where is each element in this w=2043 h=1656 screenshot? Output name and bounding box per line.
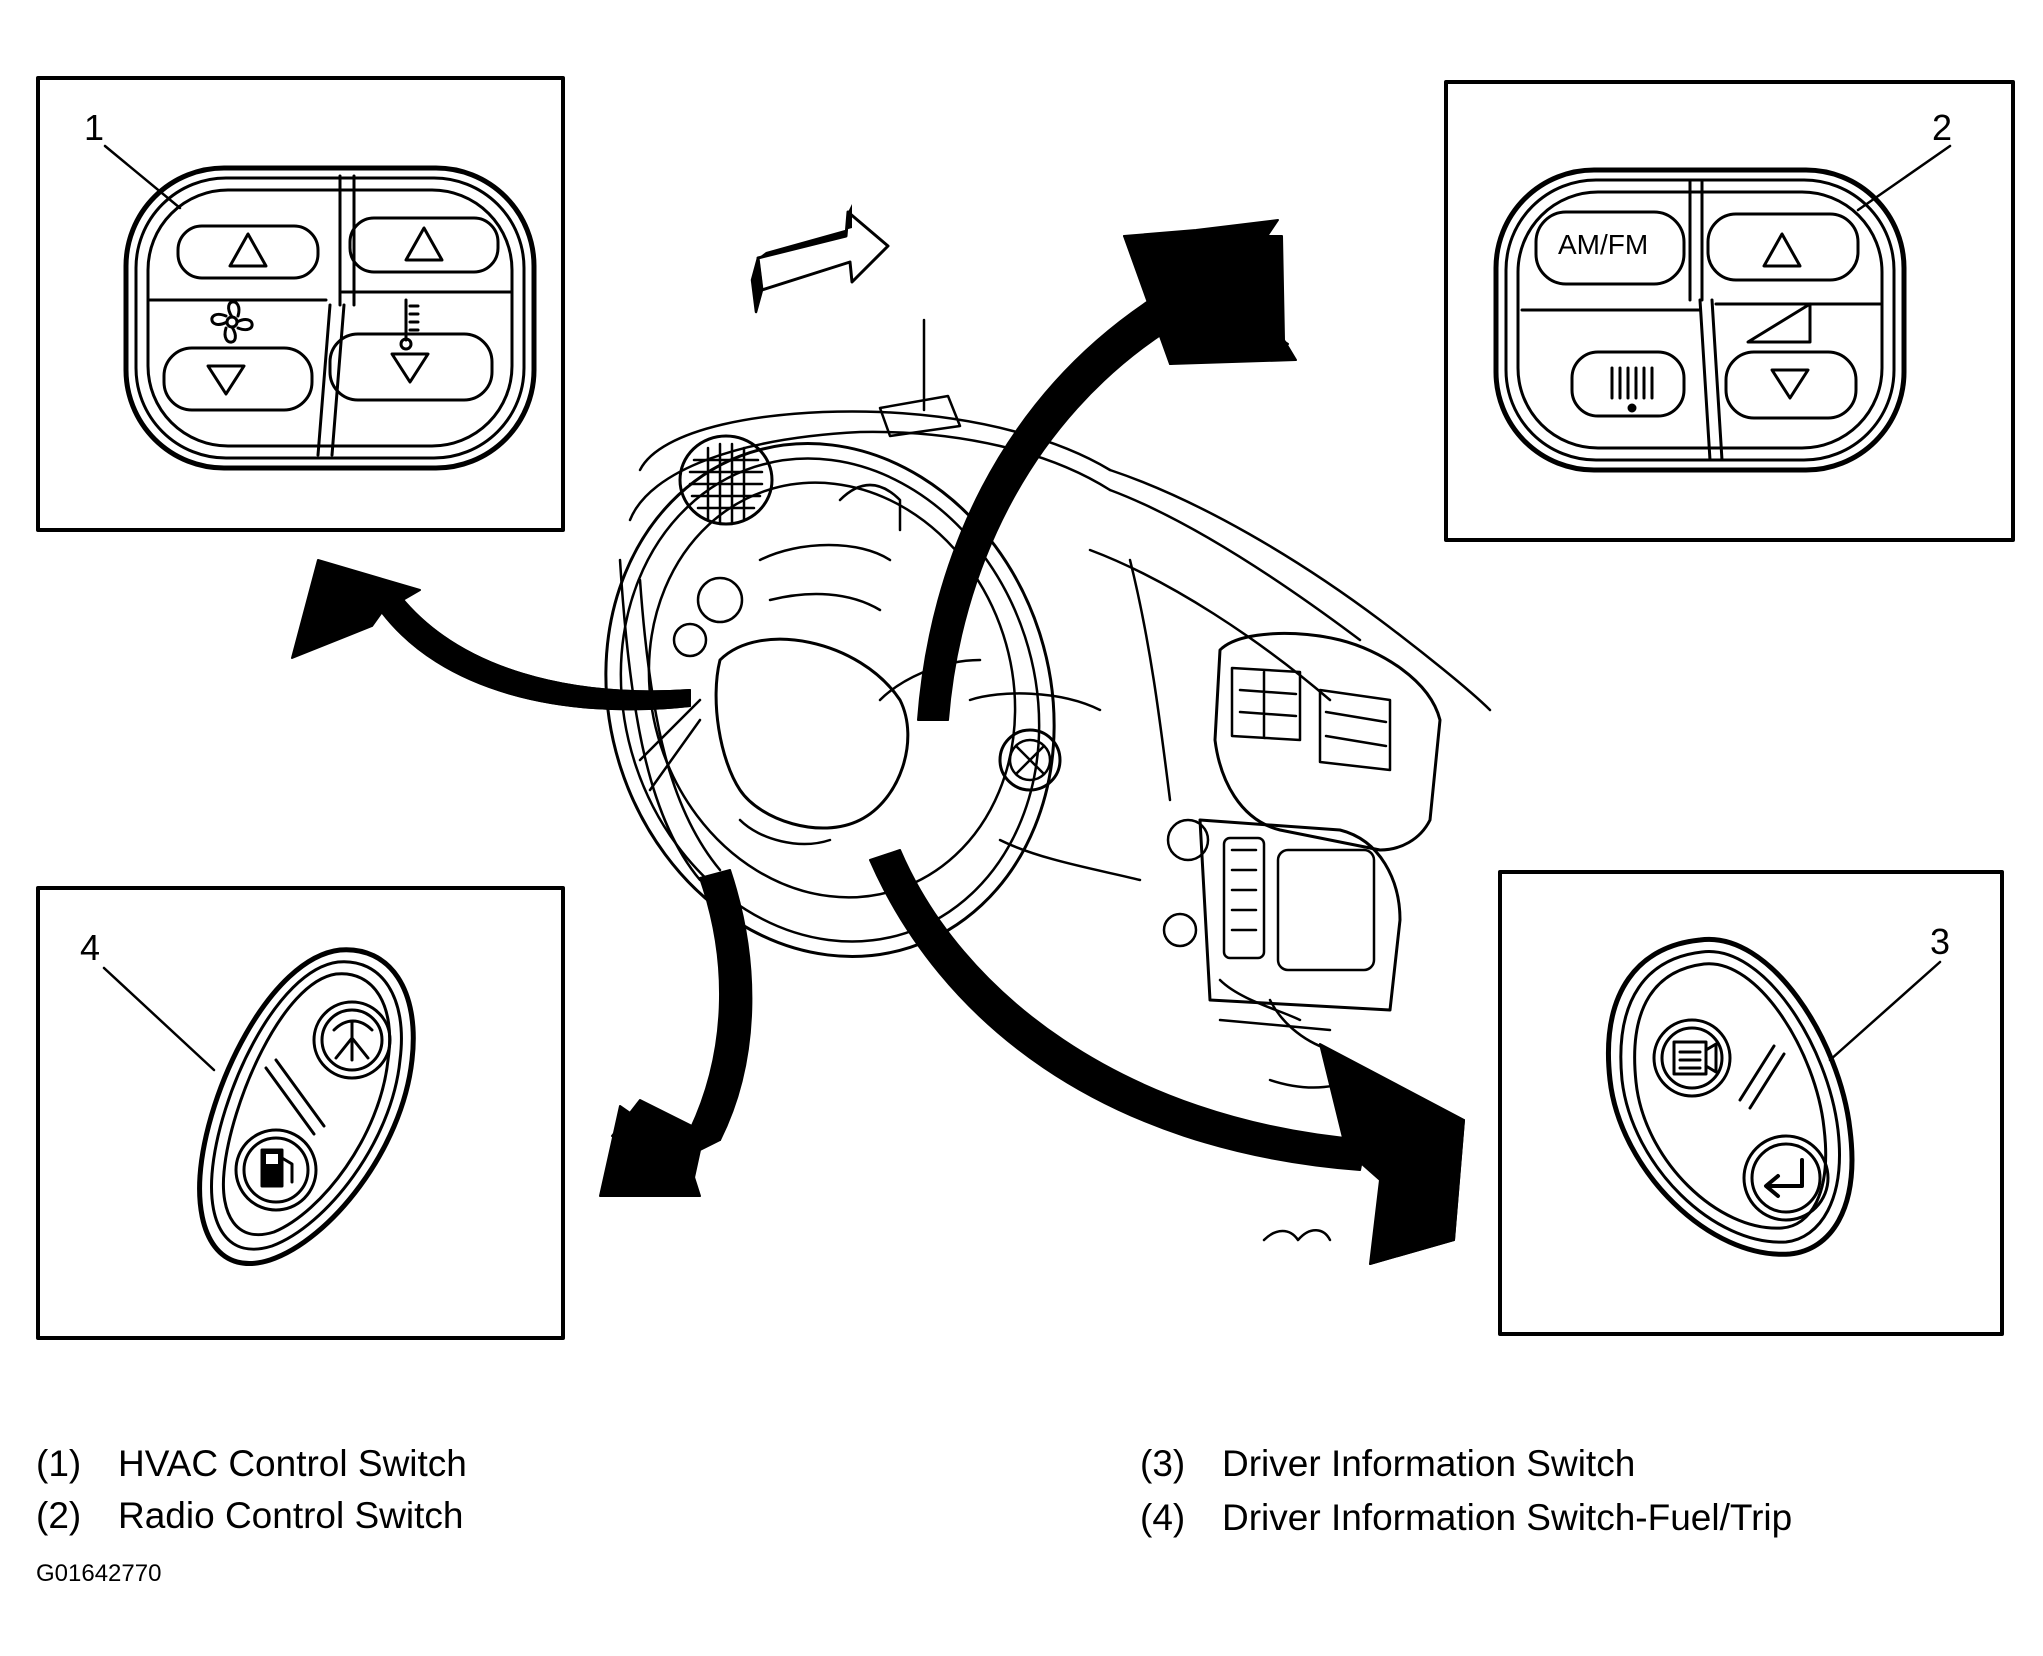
hvac-switch-panel: 1 [36,76,565,532]
trip-odometer-icon[interactable] [312,1000,392,1080]
thermometer-icon [399,298,420,351]
legend-label: Driver Information Switch [1222,1443,1636,1484]
radio-switch-panel: 2 AM/FM [1444,80,2015,542]
legend-label: HVAC Control Switch [118,1443,467,1484]
seek-icon[interactable] [1610,366,1654,413]
legend-item-1: (1) HVAC Control Switch [36,1444,467,1484]
legend-item-2: (2) Radio Control Switch [36,1496,463,1536]
legend-number: (1) [36,1443,82,1484]
legend-item-4: (4) Driver Information Switch-Fuel/Trip [1140,1498,1792,1538]
legend-number: (4) [1140,1497,1186,1538]
down-triangle-icon[interactable] [390,352,430,384]
arrow-to-radio-switch [917,219,1297,721]
arrow-to-fuel-trip-switch [599,869,753,1197]
dashboard-illustration [604,204,1492,1242]
up-triangle-icon[interactable] [1762,232,1802,268]
arrow-to-driver-info-switch [869,849,1465,1265]
am-fm-button-label[interactable]: AM/FM [1558,229,1648,260]
fuel-pump-icon[interactable] [234,1128,318,1212]
fan-icon [210,300,254,344]
volume-ramp-icon [1746,302,1812,344]
hvac-switch-body [123,165,537,471]
callout-4: 4 [80,927,100,968]
forward-direction-arrow [750,204,890,314]
fuel-trip-switch-body [197,947,416,1267]
up-triangle-icon[interactable] [228,232,268,268]
down-triangle-icon[interactable] [1770,368,1810,400]
legend-label: Driver Information Switch-Fuel/Trip [1222,1497,1793,1538]
info-display-icon[interactable] [1652,1018,1732,1098]
figure-id: G01642770 [36,1560,162,1587]
legend-label: Radio Control Switch [118,1495,464,1536]
legend-number: (3) [1140,1443,1186,1484]
callout-1: 1 [84,107,104,148]
callout-2: 2 [1932,107,1952,148]
fuel-trip-switch-panel: 4 [36,886,565,1340]
down-triangle-icon[interactable] [206,364,246,396]
enter-return-icon[interactable] [1742,1134,1830,1222]
legend-item-3: (3) Driver Information Switch [1140,1444,1635,1484]
legend-number: (2) [36,1495,82,1536]
up-triangle-icon[interactable] [404,226,444,262]
driver-info-switch-panel: 3 [1498,870,2004,1336]
driver-info-switch-body [1606,936,1855,1257]
radio-switch-body [1493,167,1907,473]
arrow-to-hvac-switch [291,559,691,711]
callout-3: 3 [1930,921,1950,962]
